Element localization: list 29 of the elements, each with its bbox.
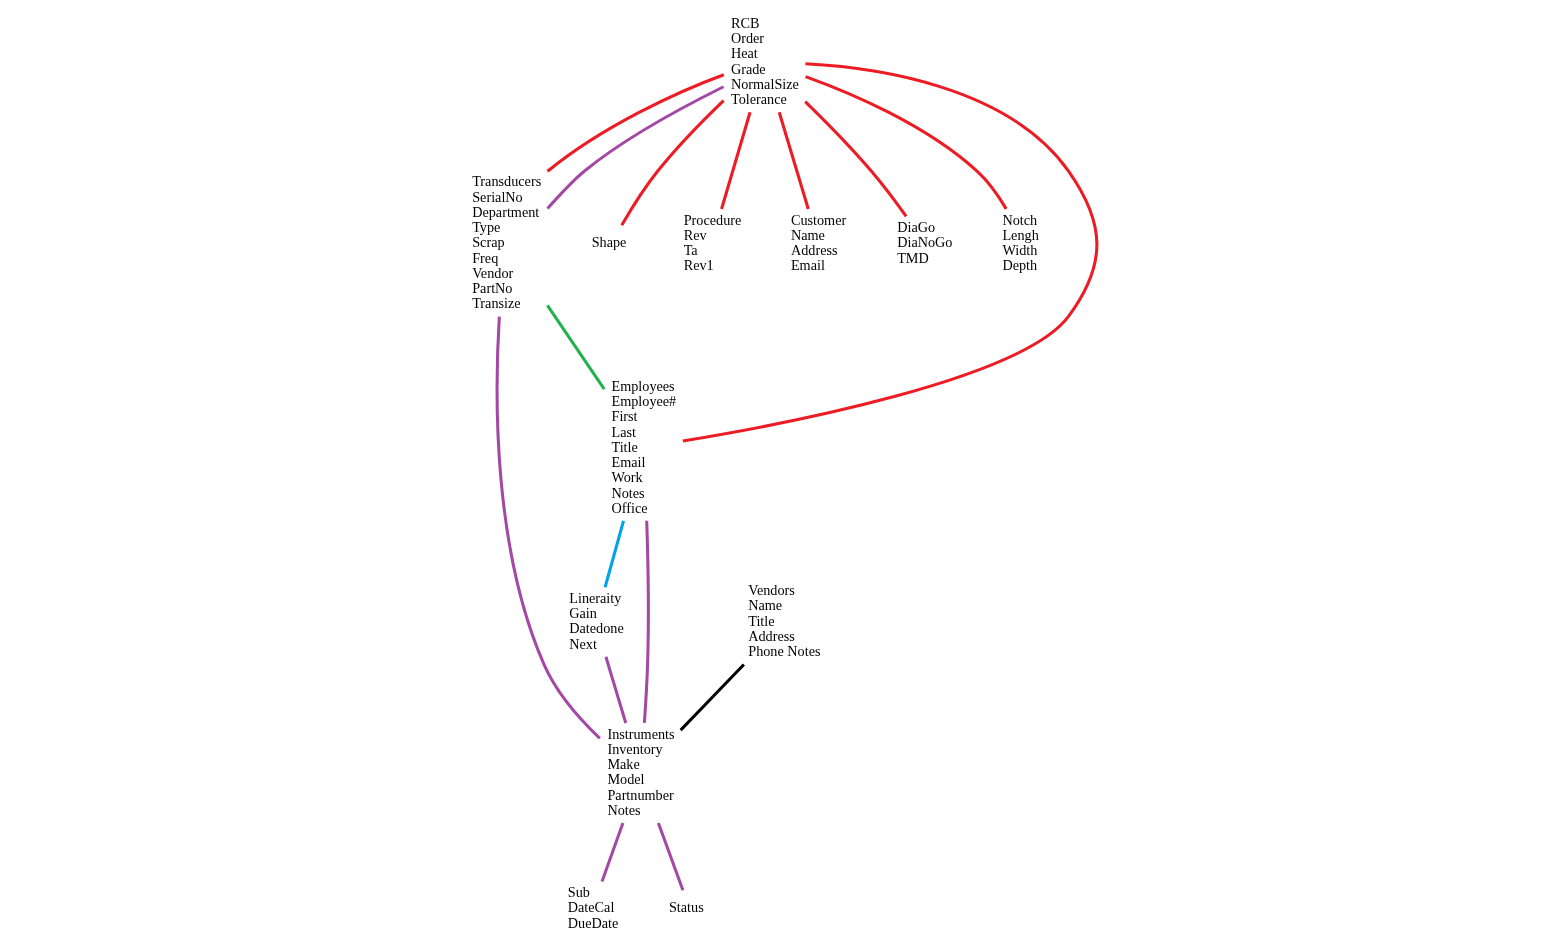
node-text: Status	[668, 899, 704, 916]
connector	[682, 62, 1099, 443]
node-text: Customer Name Address Email	[790, 211, 847, 274]
node-text: Sub DateCal DueDate	[567, 884, 619, 931]
connector	[604, 656, 628, 724]
connector	[720, 111, 752, 210]
node-text: Lineraity Gain Datedone Next	[569, 589, 624, 652]
node-text: Transducers SerialNo Department Type Scrap Freq Vendor PartNo Transize	[472, 173, 542, 312]
node-text: Shape	[591, 234, 627, 251]
node-text: DiaGo DiaNoGo TMD	[897, 219, 953, 266]
node-text: Procedure Rev Ta Rev1	[683, 211, 742, 274]
node-text: Notch Lengh Width Depth	[1002, 211, 1039, 274]
connector	[804, 100, 908, 218]
connector	[777, 111, 810, 210]
connector	[546, 85, 725, 210]
node-text: RCB Order Heat Grade NormalSize Tolerance	[730, 14, 799, 108]
connector	[805, 75, 1008, 210]
connector	[642, 520, 650, 723]
node-text: Instruments Inventory Make Model Partnumber Notes	[607, 725, 675, 818]
connector	[679, 663, 745, 732]
connector	[600, 822, 625, 883]
connector	[620, 99, 725, 226]
node-text: Vendors Name Title Address Phone Notes	[748, 582, 821, 660]
node-text: Employees Employee# First Last Title Email Work Notes Office	[611, 377, 677, 516]
connector	[546, 304, 606, 391]
connector	[495, 316, 601, 740]
connector	[603, 520, 625, 588]
connector	[656, 822, 685, 891]
connector	[546, 73, 725, 173]
